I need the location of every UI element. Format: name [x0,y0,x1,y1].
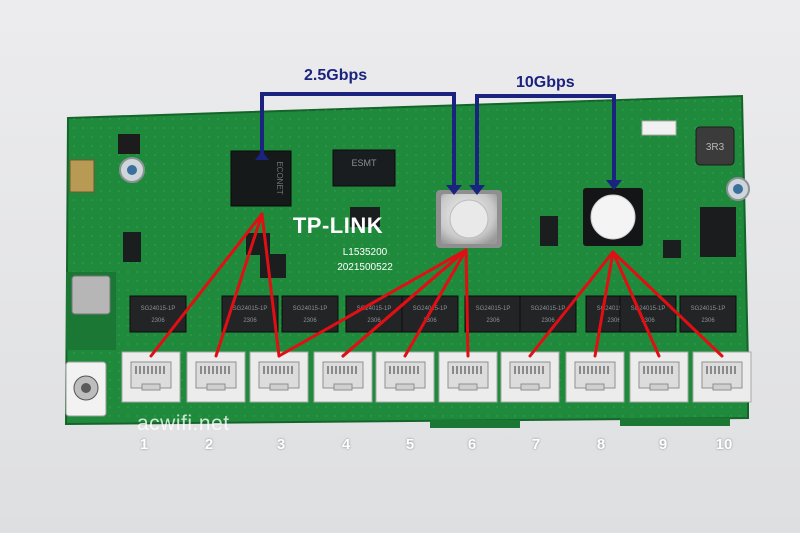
arrow-head [606,180,622,190]
transformer-marking: SG24015-1P [233,306,268,312]
transformer: SG24015-1P 2306 [619,295,677,333]
rj45-port-4 [313,351,373,403]
esmt-chip-marking: ESMT [351,158,377,168]
transformer-code: 2306 [423,318,437,324]
inductor-3r3 [695,126,735,166]
rj45-port-1 [121,351,181,403]
port-label-5: 5 [405,436,415,453]
port-label-6: 6 [467,436,477,453]
transformer-code: 2306 [641,318,655,324]
port-label-9: 9 [658,436,668,453]
rj45-port-8 [565,351,625,403]
power-module [71,275,111,315]
link-line [341,248,468,358]
rj45-port-3 [249,351,309,403]
port-label-3: 3 [276,436,286,453]
speed-arrow [260,92,456,185]
transformer-marking: SG24015-1P [531,306,566,312]
ic-right [700,207,736,257]
port-label-1: 1 [139,436,149,453]
transformer-code: 2306 [367,318,381,324]
rj45-port-10 [692,351,752,403]
link-line [528,250,615,358]
connector-pad [69,159,95,193]
transformer-code: 2306 [151,318,165,324]
transformer-marking: SG24015-1P [691,306,726,312]
speed-arrow [475,94,616,185]
link-line [403,248,468,358]
transformer-marking: SG24015-1P [293,306,328,312]
transformer: SG24015-1P 2306 [679,295,737,333]
rj45-port-row [121,351,752,403]
transformer-marking: SG24015-1P [476,306,511,312]
transformer: SG24015-1P 2306 [221,295,279,333]
port-label-8: 8 [596,436,606,453]
link-line [593,250,615,358]
transformer-code: 2306 [243,318,257,324]
port-label-7: 7 [531,436,541,453]
fan-connector [641,120,677,136]
serial-number: 2021500522 [337,262,393,273]
transformer-marking: SG24015-1P [141,306,176,312]
watermark: acwifi.net [137,412,230,435]
link-line [611,250,724,358]
econet-chip-marking: ECONET [275,161,284,194]
transformer-code: 2306 [607,318,621,324]
transformer-marking: SG24015-1P [357,306,392,312]
transformer: SG24015-1P 2306 [281,295,339,333]
arrow-head [255,151,269,160]
port-label-4: 4 [341,436,351,453]
arrow-head [446,185,462,195]
link-line [611,250,661,358]
arrow-head [469,185,485,195]
transformer-marking: SG24015-1P [413,306,448,312]
inductor-marking: 3R3 [706,142,725,153]
rj45-port-5 [375,351,435,403]
rj45-port-2 [186,351,246,403]
port-label-10: 10 [715,436,733,453]
rj45-port-7 [500,351,560,403]
transformer-code: 2306 [303,318,317,324]
transformer: SG24015-1P 2306 [129,295,187,333]
transformer-marking: SG24015-1P [631,306,666,312]
port-link-lines [149,212,724,358]
transformer-code: 2306 [486,318,500,324]
transformer-code: 2306 [541,318,555,324]
esmt-chip [332,149,396,187]
model-number: L1535200 [343,247,388,258]
rj45-port-9 [629,351,689,403]
rj45-port-6 [438,351,498,403]
speed-arrows [255,92,622,195]
transformer: SG24015-1P 2306 [464,295,522,333]
transformer-code: 2306 [701,318,715,324]
link-line [214,212,264,358]
link-line [260,212,281,358]
transformer-marking: SG24015-1P [597,306,632,312]
speed-label-2-5g: 2.5Gbps [304,67,368,84]
tp-link-logo: TP-LINK [293,213,383,238]
link-line [464,248,470,358]
port-label-2: 2 [204,436,214,453]
link-line [277,248,468,358]
speed-label-10g: 10Gbps [516,74,575,91]
link-line [149,212,264,358]
inductor [118,134,140,154]
transformer: SG24015-1P 2306 [519,295,577,333]
